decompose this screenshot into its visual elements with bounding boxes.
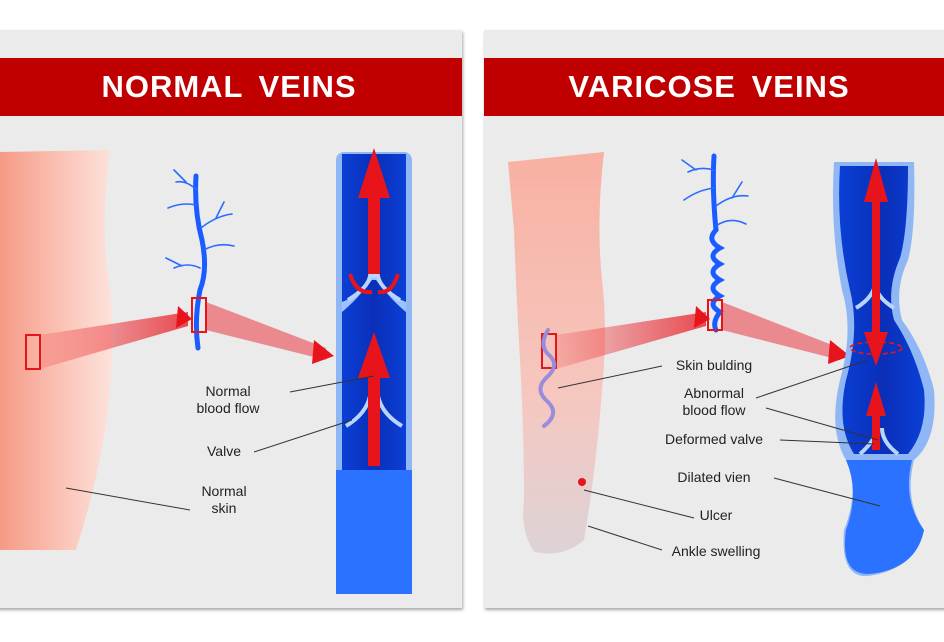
- label-normal-skin-1: Normal: [201, 483, 246, 499]
- label-valve: Valve: [207, 443, 241, 459]
- label-dilated-vien: Dilated vien: [677, 469, 750, 485]
- large-vein-normal: [336, 148, 412, 594]
- varicose-veins-panel: VARICOSE VEINS: [484, 30, 944, 608]
- label-normal-skin-2: skin: [212, 500, 237, 516]
- label-deformed-valve: Deformed valve: [665, 431, 763, 447]
- label-abnormal-flow-2: blood flow: [682, 402, 746, 418]
- label-skin-bulding: Skin bulding: [676, 357, 752, 373]
- normal-veins-illustration: Normal blood flow Valve Normal skin: [0, 30, 462, 608]
- label-ulcer: Ulcer: [700, 507, 733, 523]
- label-normal-flow-1: Normal: [205, 383, 250, 399]
- ulcer-spot: [578, 478, 586, 486]
- varicose-veins-illustration: Skin bulding Abnormal blood flow Deforme…: [484, 30, 944, 608]
- label-normal-flow-2: blood flow: [196, 400, 260, 416]
- zoom-beam-2: [206, 302, 326, 360]
- small-twisted-vein: [682, 156, 748, 330]
- label-abnormal-flow-1: Abnormal: [684, 385, 744, 401]
- label-ankle-swelling: Ankle swelling: [672, 543, 761, 559]
- normal-veins-panel: NORMAL VEINS: [0, 30, 462, 608]
